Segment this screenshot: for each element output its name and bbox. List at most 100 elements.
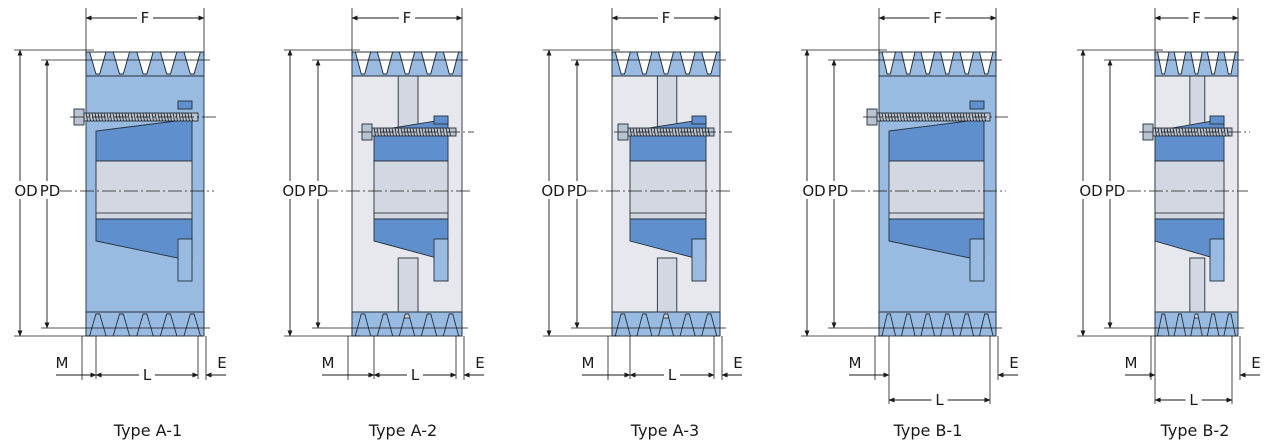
pulley-caption: Type B-2 bbox=[1160, 421, 1230, 440]
label-bg bbox=[1079, 181, 1125, 199]
od-label: OD bbox=[282, 182, 305, 200]
thread-tick bbox=[154, 112, 157, 122]
top-groove-fill bbox=[611, 51, 721, 77]
thread-tick bbox=[629, 127, 632, 137]
thread-tick bbox=[926, 112, 929, 122]
pd-label: PD bbox=[1105, 182, 1126, 200]
thread-tick bbox=[394, 127, 397, 137]
thread-tick bbox=[1223, 127, 1226, 137]
thread-tick bbox=[677, 127, 680, 137]
label-bg bbox=[931, 391, 948, 409]
label-bg bbox=[14, 181, 60, 199]
thread-tick bbox=[133, 112, 136, 122]
od-label: OD bbox=[14, 182, 37, 200]
thread-tick bbox=[656, 127, 659, 137]
thread-tick bbox=[442, 127, 445, 137]
thread-tick bbox=[1157, 127, 1160, 137]
thread-tick bbox=[905, 112, 908, 122]
thread-tick bbox=[632, 127, 635, 137]
label-bg bbox=[664, 366, 680, 384]
thread-tick bbox=[373, 127, 376, 137]
m-label: M bbox=[849, 354, 862, 372]
m-label: M bbox=[1125, 354, 1138, 372]
thread-tick bbox=[112, 112, 115, 122]
label-bg bbox=[282, 181, 328, 199]
web-lower bbox=[397, 257, 419, 319]
label-bg bbox=[139, 366, 155, 384]
label-bg bbox=[658, 8, 674, 26]
f-label: F bbox=[403, 9, 412, 27]
thread-tick bbox=[415, 127, 418, 137]
thread-tick bbox=[1154, 127, 1157, 137]
thread-tick bbox=[88, 112, 91, 122]
thread-tick bbox=[650, 127, 653, 137]
bore bbox=[888, 160, 985, 220]
thread-tick bbox=[1181, 127, 1184, 137]
bore bbox=[373, 160, 449, 220]
l-label: L bbox=[143, 366, 152, 384]
thread-tick bbox=[1196, 127, 1199, 137]
thread-tick bbox=[965, 112, 968, 122]
f-label: F bbox=[141, 9, 150, 27]
f-label: F bbox=[662, 9, 671, 27]
bottom-groove-fill bbox=[351, 311, 463, 337]
bottom-groove-fill bbox=[1154, 311, 1239, 337]
top-groove-fill bbox=[1154, 51, 1239, 77]
thread-tick bbox=[151, 112, 154, 122]
thread-tick bbox=[400, 127, 403, 137]
pd-label: PD bbox=[40, 182, 61, 200]
thread-tick bbox=[899, 112, 902, 122]
thread-tick bbox=[421, 127, 424, 137]
key-top bbox=[691, 115, 707, 125]
e-label: E bbox=[217, 354, 226, 372]
bore bbox=[629, 160, 707, 220]
label-bg bbox=[1188, 8, 1205, 26]
od-label: OD bbox=[541, 182, 564, 200]
thread-tick bbox=[698, 127, 701, 137]
thread-tick bbox=[947, 112, 950, 122]
m-label: M bbox=[582, 354, 595, 372]
key-top bbox=[1209, 115, 1225, 125]
bore bbox=[95, 160, 193, 220]
label-bg bbox=[929, 8, 946, 26]
pd-label: PD bbox=[828, 182, 849, 200]
bottom-groove-fill bbox=[878, 311, 997, 337]
thread-tick bbox=[695, 127, 698, 137]
keyway bbox=[969, 238, 985, 282]
key-top bbox=[433, 115, 449, 125]
label-bg bbox=[399, 8, 415, 26]
thread-tick bbox=[1175, 127, 1178, 137]
e-label: E bbox=[733, 354, 742, 372]
f-label: F bbox=[933, 9, 942, 27]
l-label: L bbox=[668, 366, 677, 384]
thread-tick bbox=[106, 112, 109, 122]
l-label: L bbox=[411, 366, 420, 384]
pulley-caption: Type A-3 bbox=[630, 421, 699, 440]
label-bg bbox=[407, 366, 423, 384]
web-upper bbox=[397, 69, 419, 131]
web-lower bbox=[656, 257, 678, 319]
thread-tick bbox=[1220, 127, 1223, 137]
thread-tick bbox=[127, 112, 130, 122]
keyway bbox=[691, 238, 707, 282]
label-bg bbox=[137, 8, 153, 26]
label-bg bbox=[802, 181, 848, 199]
thread-tick bbox=[172, 112, 175, 122]
bushing-upper bbox=[95, 118, 193, 162]
bottom-groove-fill bbox=[85, 311, 205, 337]
web-lower bbox=[1189, 257, 1206, 319]
bottom-groove-fill bbox=[611, 311, 721, 337]
thread-tick bbox=[439, 127, 442, 137]
thread-tick bbox=[878, 112, 881, 122]
pd-label: PD bbox=[567, 182, 588, 200]
pulley-caption: Type A-1 bbox=[113, 421, 182, 440]
bore bbox=[1154, 160, 1225, 220]
label-bg bbox=[1185, 391, 1202, 409]
web-upper bbox=[1189, 69, 1206, 131]
od-label: OD bbox=[1079, 182, 1102, 200]
thread-tick bbox=[85, 112, 88, 122]
